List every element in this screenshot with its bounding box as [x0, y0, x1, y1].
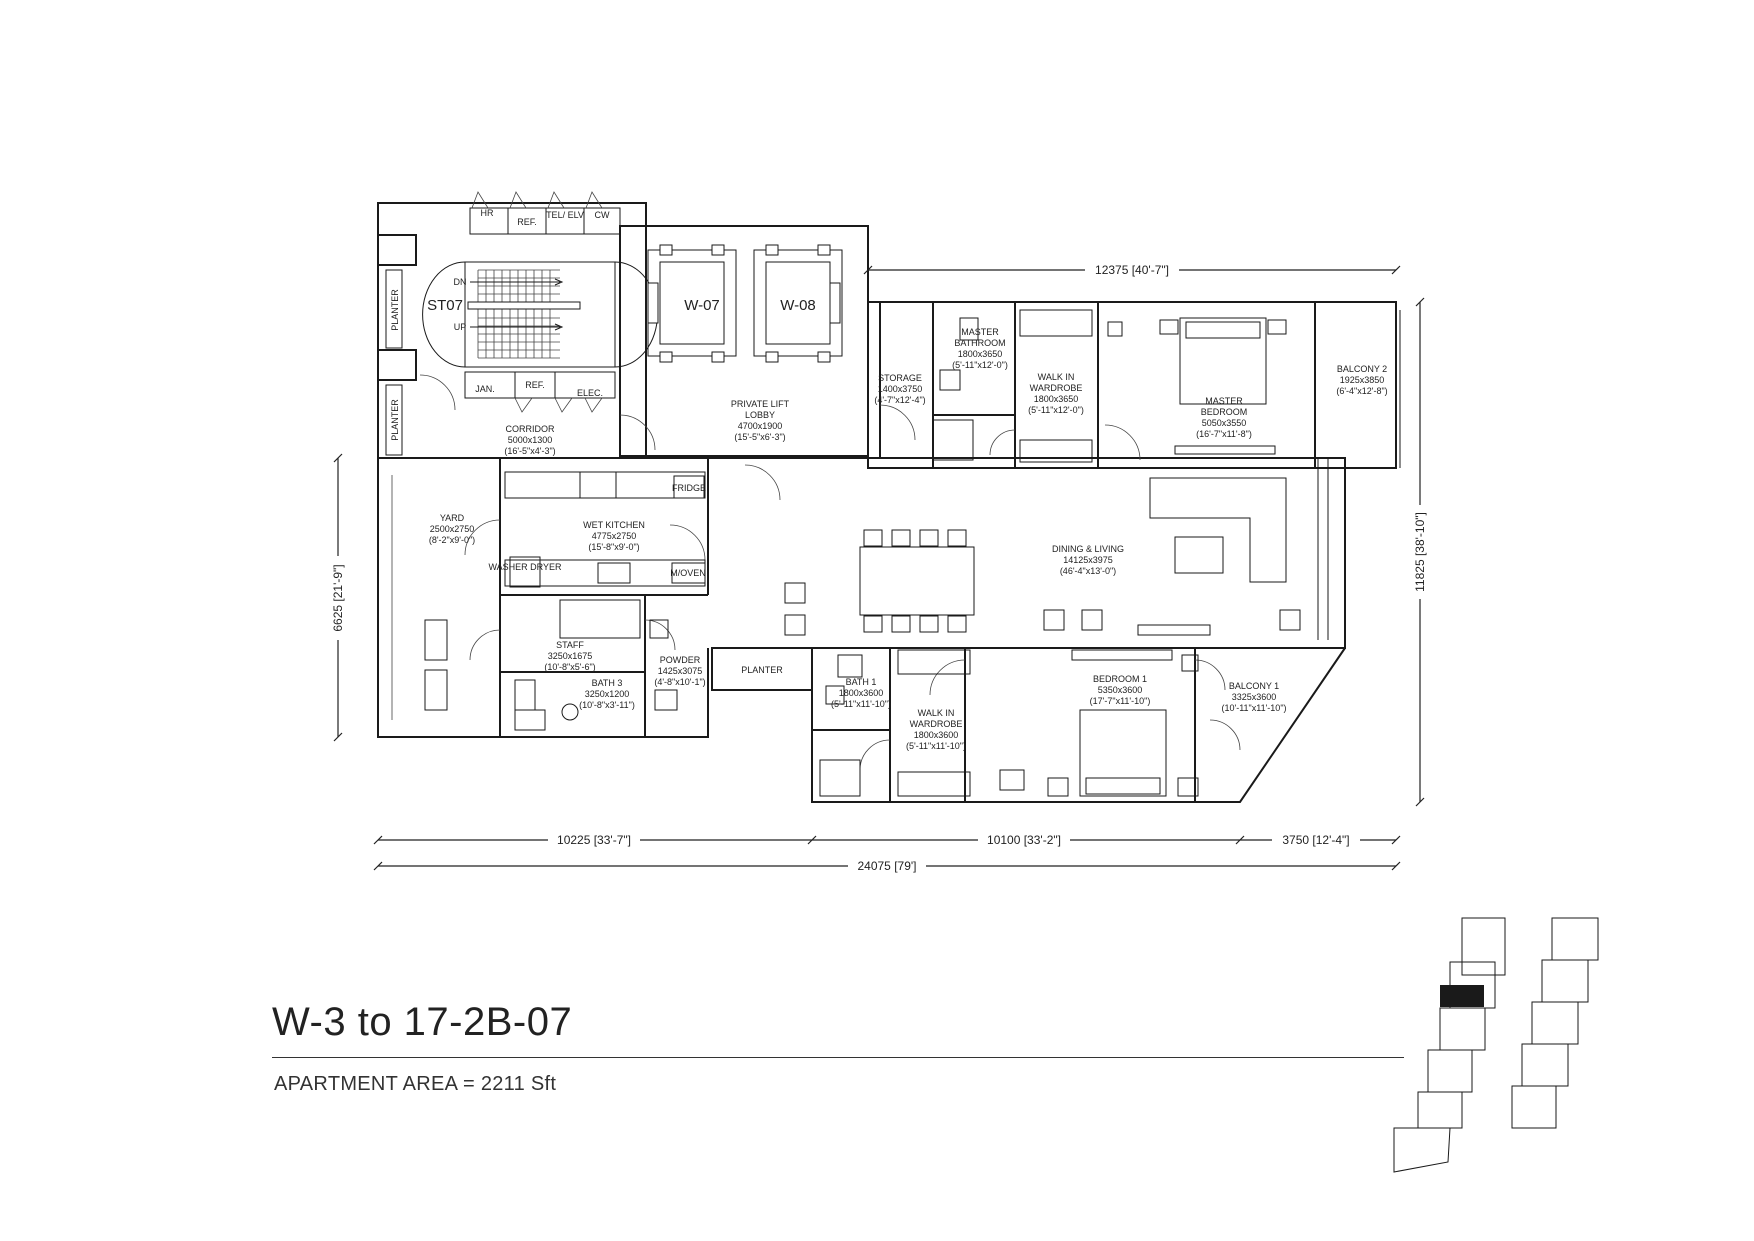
dimension-lines: 12375 [40'-7"] 11825 [38'-10"] 6625 [21'…: [330, 262, 1428, 874]
balcony-2-imperial: (6'-4"x12'-8"): [1336, 386, 1387, 396]
master-bedroom-name-2: BEDROOM: [1201, 407, 1248, 417]
dining-living-size: 14125x3975: [1063, 555, 1113, 565]
bath-3-imperial: (10'-8"x3'-11"): [579, 700, 635, 710]
lobby-size: 4700x1900: [738, 421, 783, 431]
balcony-2-size: 1925x3850: [1340, 375, 1385, 385]
dim-bottom-2: 10100 [33'-2"]: [987, 833, 1061, 847]
dining-living-imperial: (46'-4"x13'-0"): [1060, 566, 1116, 576]
yard-imperial: (8'-2"x9'-0"): [429, 535, 475, 545]
core: DN UP ST07 PLANTER PLANTER HR REF. TEL/ …: [377, 191, 869, 459]
wardrobe-2-size: 1800x3600: [914, 730, 959, 740]
storage-imperial: (4'-7"x12'-4"): [874, 395, 925, 405]
planter-name: PLANTER: [741, 665, 783, 675]
wardrobe-2-name-1: WALK IN: [918, 708, 955, 718]
oven-label: M/OVEN: [670, 568, 706, 578]
lobby-name-1: PRIVATE LIFT: [731, 399, 790, 409]
lift-w07-label: W-07: [684, 297, 720, 314]
elec-label: ELEC.: [577, 388, 603, 398]
wardrobe-1-name-2: WARDROBE: [1030, 383, 1083, 393]
wardrobe-1-imperial: (5'-11"x12'-0"): [1028, 405, 1084, 415]
wardrobe-1-name-1: WALK IN: [1038, 372, 1075, 382]
master-bedroom-size: 5050x3550: [1202, 418, 1247, 428]
wet-kitchen-name: WET KITCHEN: [583, 520, 645, 530]
balcony-2-name: BALCONY 2: [1337, 364, 1387, 374]
wardrobe-2-name-2: WARDROBE: [910, 719, 963, 729]
apartment-area: APARTMENT AREA = 2211 Sft: [274, 1073, 557, 1095]
stair-treads: [467, 269, 581, 359]
bath-1-imperial: (5'-11"x11'-10"): [831, 699, 891, 709]
master-bedroom-imperial: (16'-7"x11'-8"): [1196, 429, 1252, 439]
lobby-imperial: (15'-5"x6'-3"): [734, 432, 785, 442]
bedroom-1-name: BEDROOM 1: [1093, 674, 1147, 684]
balcony-1-imperial: (10'-11"x11'-10"): [1221, 703, 1286, 713]
balcony-1-name: BALCONY 1: [1229, 681, 1279, 691]
stair-up-label: UP: [454, 322, 467, 332]
bath-3-size: 3250x1200: [585, 689, 630, 699]
master-bedroom-name-1: MASTER: [1205, 396, 1243, 406]
dining-living-name: DINING & LIVING: [1052, 544, 1124, 554]
wet-kitchen-size: 4775x2750: [592, 531, 637, 541]
wardrobe-1-size: 1800x3650: [1034, 394, 1079, 404]
ref-bottom-label: REF.: [525, 380, 545, 390]
master-bathroom-size: 1800x3650: [958, 349, 1003, 359]
yard-size: 2500x2750: [430, 524, 475, 534]
key-plan: [1393, 917, 1599, 1173]
lift-w07: W-07: [647, 244, 737, 363]
powder-imperial: (4'-8"x10'-1"): [654, 677, 705, 687]
lift-w08-label: W-08: [780, 297, 816, 314]
planter-core-2: PLANTER: [390, 399, 400, 441]
powder-size: 1425x3075: [658, 666, 703, 676]
corridor-size: 5000x1300: [508, 435, 553, 445]
master-bathroom-name-2: BATHROOM: [954, 338, 1005, 348]
tel-elv-label: TEL/ ELV: [546, 210, 584, 220]
wet-kitchen-imperial: (15'-8"x9'-0"): [588, 542, 639, 552]
bath-1-size: 1800x3600: [839, 688, 884, 698]
dim-right: 11825 [38'-10"]: [1413, 512, 1427, 592]
stair-dn-label: DN: [454, 277, 467, 287]
bath-3-name: BATH 3: [592, 678, 623, 688]
room-labels: STORAGE 1400x3750 (4'-7"x12'-4") MASTER …: [429, 327, 1388, 751]
staff-name: STAFF: [556, 640, 584, 650]
unit-title: W-3 to 17-2B-07: [272, 1000, 573, 1044]
storage-name: STORAGE: [878, 373, 922, 383]
master-bathroom-name-1: MASTER: [961, 327, 999, 337]
bedroom-1-imperial: (17'-7"x11'-10"): [1090, 696, 1151, 706]
cw-label: CW: [595, 210, 610, 220]
staff-size: 3250x1675: [548, 651, 593, 661]
staff-imperial: (10'-8"x5'-6"): [544, 662, 595, 672]
hr-label: HR: [481, 208, 494, 218]
stair-label: ST07: [427, 297, 463, 314]
dim-top: 12375 [40'-7"]: [1095, 263, 1169, 277]
dim-bottom-3: 3750 [12'-4"]: [1282, 833, 1349, 847]
corridor-imperial: (16'-5"x4'-3"): [504, 446, 555, 456]
dim-bottom-total: 24075 [79']: [857, 859, 916, 873]
balcony-1-size: 3325x3600: [1232, 692, 1277, 702]
lift-w08: W-08: [753, 244, 843, 363]
bath-1-name: BATH 1: [846, 677, 877, 687]
key-plan-highlight: [1440, 985, 1484, 1007]
washer-label: WASHER DRYER: [488, 562, 562, 572]
powder-name: POWDER: [660, 655, 701, 665]
yard-name: YARD: [440, 513, 465, 523]
title-divider: [272, 1057, 1404, 1058]
dim-left: 6625 [21'-9"]: [331, 564, 345, 631]
bedroom-1-size: 5350x3600: [1098, 685, 1143, 695]
apartment-walls: [377, 301, 1401, 803]
dim-bottom-1: 10225 [33'-7"]: [557, 833, 631, 847]
storage-size: 1400x3750: [878, 384, 923, 394]
door-swings: [464, 404, 1241, 771]
furniture: FRIDGE M/OVEN WASHER DRYER: [391, 309, 1301, 797]
wardrobe-2-imperial: (5'-11"x11'-10"): [906, 741, 966, 751]
key-plan-tower-right: [1511, 917, 1599, 1129]
corridor-name: CORRIDOR: [506, 424, 555, 434]
jan-label: JAN.: [475, 384, 495, 394]
master-bathroom-imperial: (5'-11"x12'-0"): [952, 360, 1008, 370]
planter-core-1: PLANTER: [390, 289, 400, 331]
fridge-label: FRIDGE: [672, 483, 706, 493]
ref-top-label: REF.: [517, 217, 537, 227]
key-plan-tower-left: [1393, 917, 1506, 1173]
lobby-name-2: LOBBY: [745, 410, 775, 420]
